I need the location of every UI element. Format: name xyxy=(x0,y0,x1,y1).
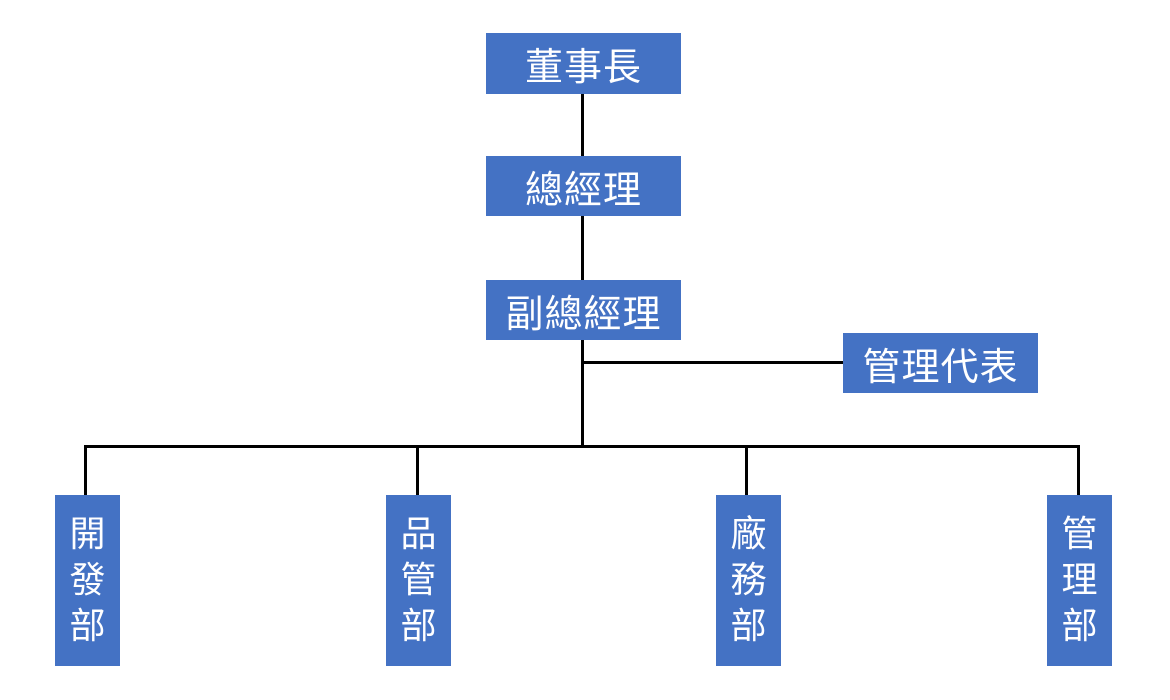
dept-label-development: 開發部 xyxy=(69,512,105,650)
connector-mgmt-rep xyxy=(581,361,844,364)
dept-label-char: 管 xyxy=(400,559,437,601)
general-manager-label: 總經理 xyxy=(524,167,642,212)
dept-label-factory-affairs: 廠務部 xyxy=(730,512,766,650)
chairman-label: 董事長 xyxy=(524,45,642,89)
chairman-box: 董事長 xyxy=(486,33,681,94)
dept-label-char: 理 xyxy=(1061,559,1098,601)
dept-label-quality-control: 品管部 xyxy=(400,512,436,650)
connector-dept-qc xyxy=(416,445,419,495)
dept-label-char: 發 xyxy=(69,559,106,601)
dept-label-char: 部 xyxy=(69,605,106,647)
connector-dept-admin xyxy=(1077,445,1080,495)
dept-label-char: 管 xyxy=(1061,513,1098,555)
connector-chairman-gm xyxy=(581,94,584,156)
connector-gm-deputy xyxy=(581,216,584,280)
connector-deputy-trunk xyxy=(581,340,584,447)
general-manager-box: 總經理 xyxy=(486,156,681,216)
deputy-general-manager-label: 副總經理 xyxy=(505,291,662,336)
dept-label-char: 部 xyxy=(730,605,767,647)
management-representative-box: 管理代表 xyxy=(843,333,1038,393)
dept-box-administration: 管理部 xyxy=(1047,495,1112,666)
connector-dept-bus xyxy=(84,445,1080,448)
dept-label-char: 開 xyxy=(69,513,106,555)
dept-box-factory-affairs: 廠務部 xyxy=(716,495,781,666)
dept-box-quality-control: 品管部 xyxy=(386,495,451,666)
dept-label-char: 廠 xyxy=(730,513,767,555)
deputy-general-manager-box: 副總經理 xyxy=(486,280,681,340)
dept-label-char: 品 xyxy=(400,513,437,555)
connector-dept-factory xyxy=(745,445,748,495)
dept-label-char: 務 xyxy=(730,559,767,601)
dept-box-development: 開發部 xyxy=(55,495,120,666)
dept-label-char: 部 xyxy=(400,605,437,647)
management-representative-label: 管理代表 xyxy=(862,344,1019,389)
connector-dept-dev xyxy=(84,445,87,495)
dept-label-administration: 管理部 xyxy=(1061,512,1097,650)
dept-label-char: 部 xyxy=(1061,605,1098,647)
